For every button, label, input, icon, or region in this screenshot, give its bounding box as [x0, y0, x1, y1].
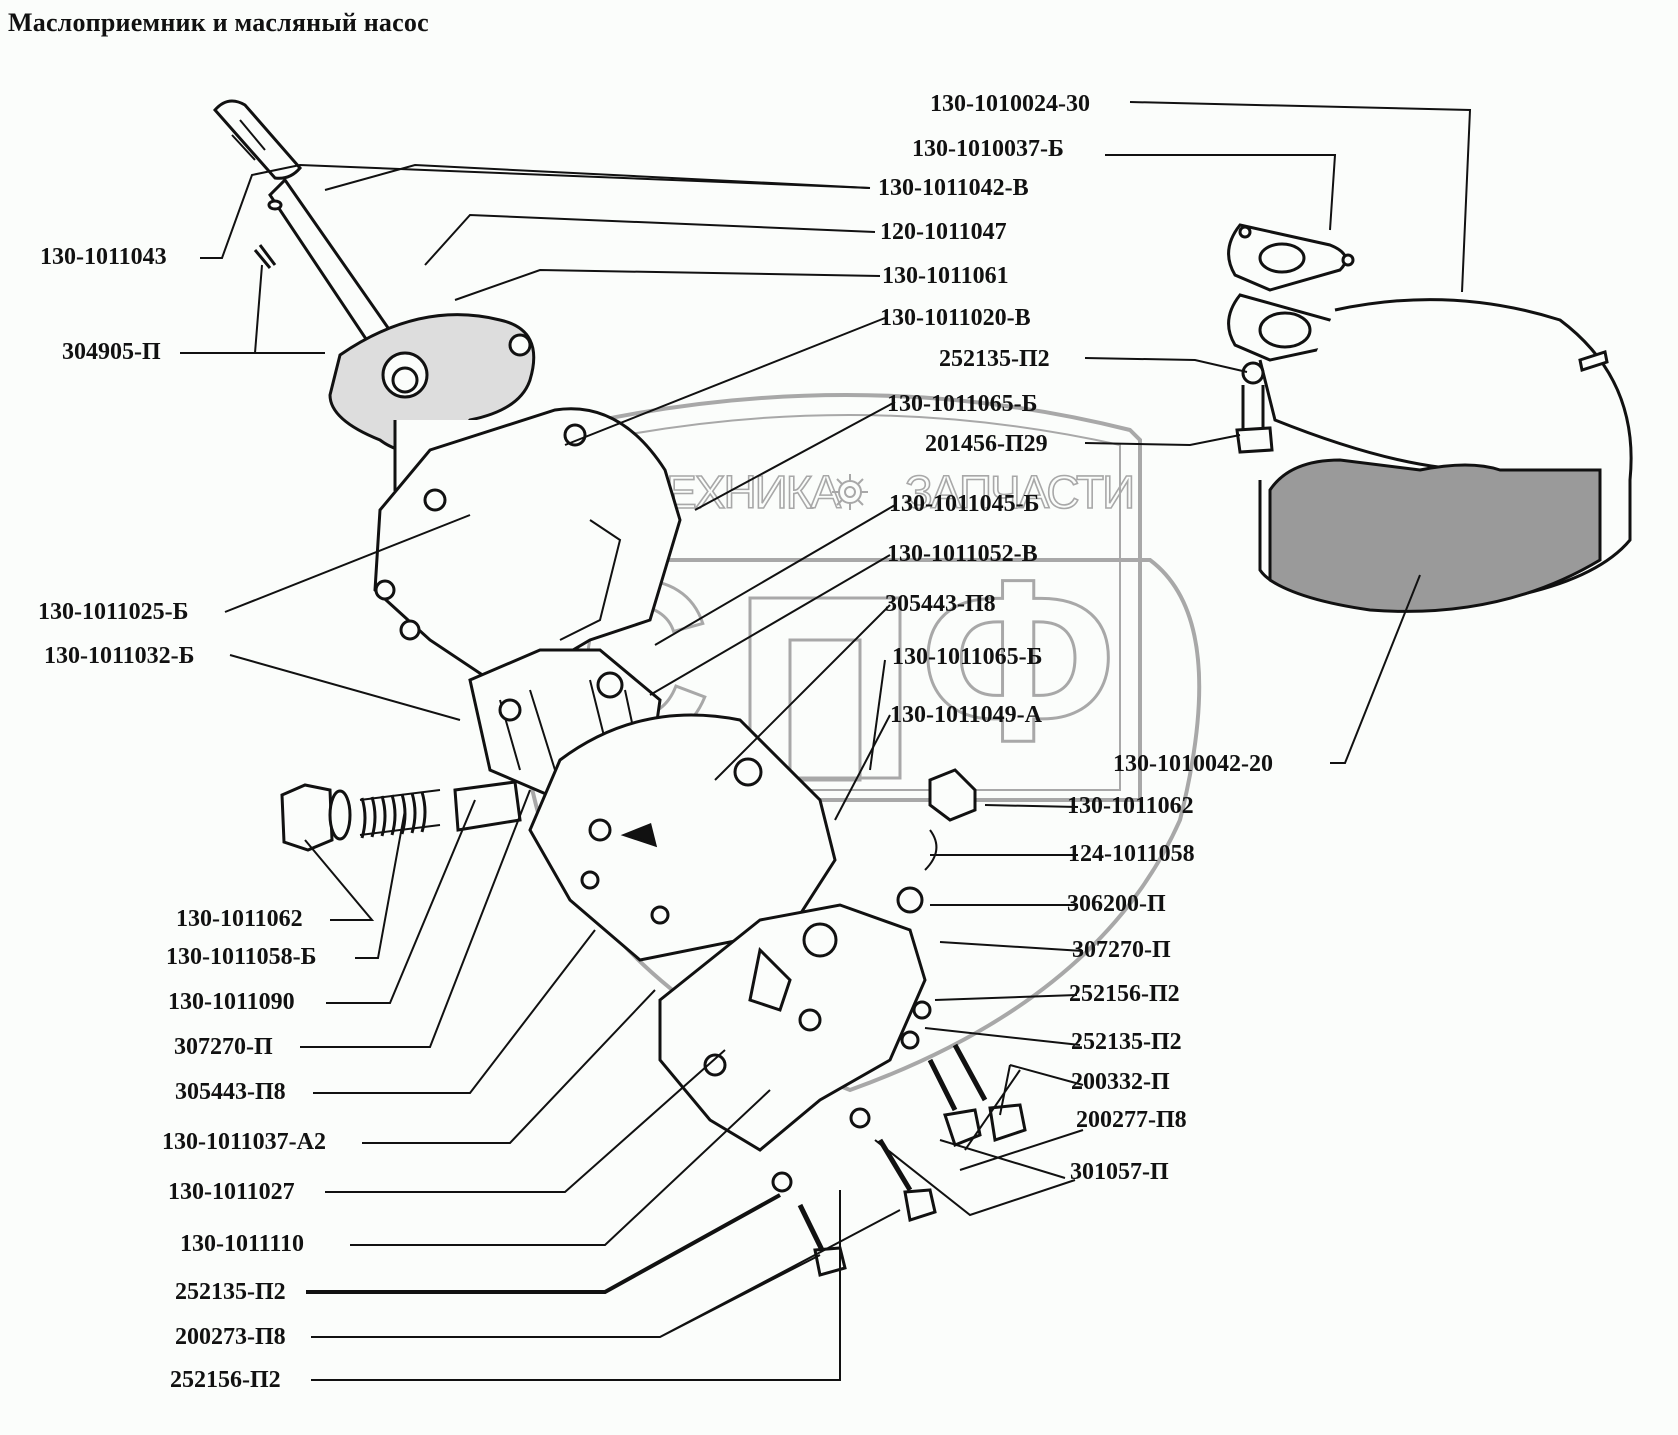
part-label: 130-1011043 [40, 244, 167, 270]
part-label: 307270-П [1072, 937, 1171, 963]
part-label: 252156-П2 [170, 1367, 281, 1393]
watermark-shield-outline [553, 393, 1142, 802]
watermark-shield-inner [574, 414, 1121, 791]
part-label: 252135-П2 [1071, 1029, 1182, 1055]
part-label: 305443-П8 [885, 591, 996, 617]
part-label: 130-1011090 [168, 989, 295, 1015]
part-label: 130-1011042-В [878, 175, 1029, 201]
part-label: 130-1011065-Б [887, 391, 1038, 417]
part-label: 200273-П8 [175, 1324, 286, 1350]
part-label: 252135-П2 [175, 1279, 286, 1305]
relief-valve-parts [280, 780, 522, 852]
part-label: 130-1011062 [1067, 793, 1194, 819]
part-label: 252156-П2 [1069, 981, 1180, 1007]
watermark-letter-2-outline [748, 596, 902, 780]
part-label: 130-1011052-В [887, 541, 1038, 567]
part-label: 130-1011062 [176, 906, 303, 932]
part-label: 200277-П8 [1076, 1107, 1187, 1133]
part-label: 130-1011045-Б [889, 491, 1040, 517]
part-label: 130-1011032-Б [44, 643, 195, 669]
part-label: 200332-П [1071, 1069, 1170, 1095]
pump-body-middle [528, 713, 837, 962]
part-label: 201456-П29 [925, 431, 1048, 457]
oil-strainer [1227, 223, 1633, 613]
part-label: 306200-П [1067, 891, 1166, 917]
watermark-right-word: ЗАПЧАСТИ [905, 466, 1133, 518]
part-label: 130-1011065-Б [892, 644, 1043, 670]
part-label: 130-1011061 [882, 263, 1009, 289]
drive-shaft [213, 99, 403, 363]
part-label: 124-1011058 [1068, 841, 1195, 867]
part-label: 130-1010042-20 [1113, 751, 1273, 777]
part-label: 130-1011058-Б [166, 944, 317, 970]
part-label: 130-1010024-30 [930, 91, 1090, 117]
part-label: 130-1011049-А [890, 702, 1042, 728]
leader-lines [180, 101, 1472, 1381]
part-label: 130-1010037-Б [912, 136, 1064, 162]
pump-body-upper [373, 407, 682, 692]
part-label: 252135-П2 [939, 346, 1050, 372]
watermark-letter-3: Ф [920, 532, 1116, 789]
part-label: 304905-П [62, 339, 161, 365]
part-label: 130-1011027 [168, 1179, 295, 1205]
part-label: 130-1011037-А2 [162, 1129, 326, 1155]
pump-body-lower [658, 903, 927, 1152]
diagram-title: Маслоприемник и масляный насос [8, 8, 429, 37]
part-label: 130-1011025-Б [38, 599, 189, 625]
part-label: 305443-П8 [175, 1079, 286, 1105]
gear-icon [832, 474, 868, 510]
part-label: 307270-П [174, 1034, 273, 1060]
part-label: 130-1011110 [180, 1231, 305, 1257]
part-label: 301057-П [1070, 1159, 1169, 1185]
part-label: 120-1011047 [880, 219, 1007, 245]
part-label: 130-1011020-В [880, 305, 1031, 331]
